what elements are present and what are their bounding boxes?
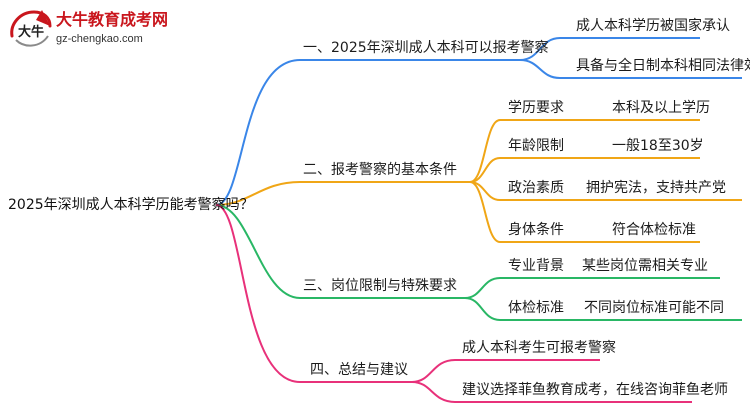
connector-b4-c2 xyxy=(411,381,456,403)
branch-2-leaf-3-label: 政治素质 xyxy=(508,180,564,196)
logo-title: 大牛教育成考网 xyxy=(56,10,169,29)
branch-3-leaf-1-label: 专业背景 xyxy=(508,258,564,274)
branch-4-label: 四、总结与建议 xyxy=(310,362,408,378)
branch-2-leaf-4-value: 符合体检标准 xyxy=(612,222,696,238)
branch-1-leaf-2: 具备与全日制本科相同法律效力 xyxy=(576,58,750,74)
branch-2-label: 二、报考警察的基本条件 xyxy=(303,162,457,178)
connector-root-branch-2 xyxy=(215,181,301,206)
logo-url: gz-chengkao.com xyxy=(56,33,143,45)
connector-root-branch-4 xyxy=(215,204,301,383)
branch-2-leaf-3-value: 拥护宪法，支持共产党 xyxy=(586,180,726,196)
branch-3-leaf-1-value: 某些岗位需相关专业 xyxy=(582,258,708,274)
connector-b1-c2 xyxy=(519,59,561,79)
connector-root-branch-3 xyxy=(215,204,301,299)
branch-4-leaf-1: 成人本科考生可报考警察 xyxy=(462,340,616,356)
logo-mark-icon: 大牛 xyxy=(10,10,52,47)
connector-b2-c4 xyxy=(469,181,501,243)
connector-b3-c2 xyxy=(464,297,501,321)
connector-b3-c1 xyxy=(464,277,501,299)
site-logo[interactable]: 大牛 大牛教育成考网 gz-chengkao.com xyxy=(6,6,176,52)
mindmap-root: 2025年深圳成人本科学历能考警察吗？ xyxy=(8,197,254,213)
logo-mark-text: 大牛 xyxy=(18,24,44,40)
connector-b2-c2 xyxy=(469,157,501,183)
branch-2-leaf-2-value: 一般18至30岁 xyxy=(612,138,704,154)
branch-3-leaf-2-value: 不同岗位标准可能不同 xyxy=(584,300,724,316)
branch-1-label: 一、2025年深圳成人本科可以报考警察 xyxy=(303,40,549,56)
branch-2-leaf-2-label: 年龄限制 xyxy=(508,138,564,154)
connector-b4-c1 xyxy=(411,359,456,383)
branch-2-leaf-1-value: 本科及以上学历 xyxy=(612,100,710,116)
branch-2-leaf-1-label: 学历要求 xyxy=(508,100,564,116)
branch-4-leaf-2: 建议选择菲鱼教育成考，在线咨询菲鱼老师 xyxy=(462,382,728,398)
branch-1-leaf-1: 成人本科学历被国家承认 xyxy=(576,18,730,34)
branch-3-leaf-2-label: 体检标准 xyxy=(508,300,564,316)
connector-root-branch-1 xyxy=(215,59,301,206)
branch-3-label: 三、岗位限制与特殊要求 xyxy=(303,278,457,294)
connector-b2-c1 xyxy=(469,119,501,183)
branch-2-leaf-4-label: 身体条件 xyxy=(508,222,564,238)
